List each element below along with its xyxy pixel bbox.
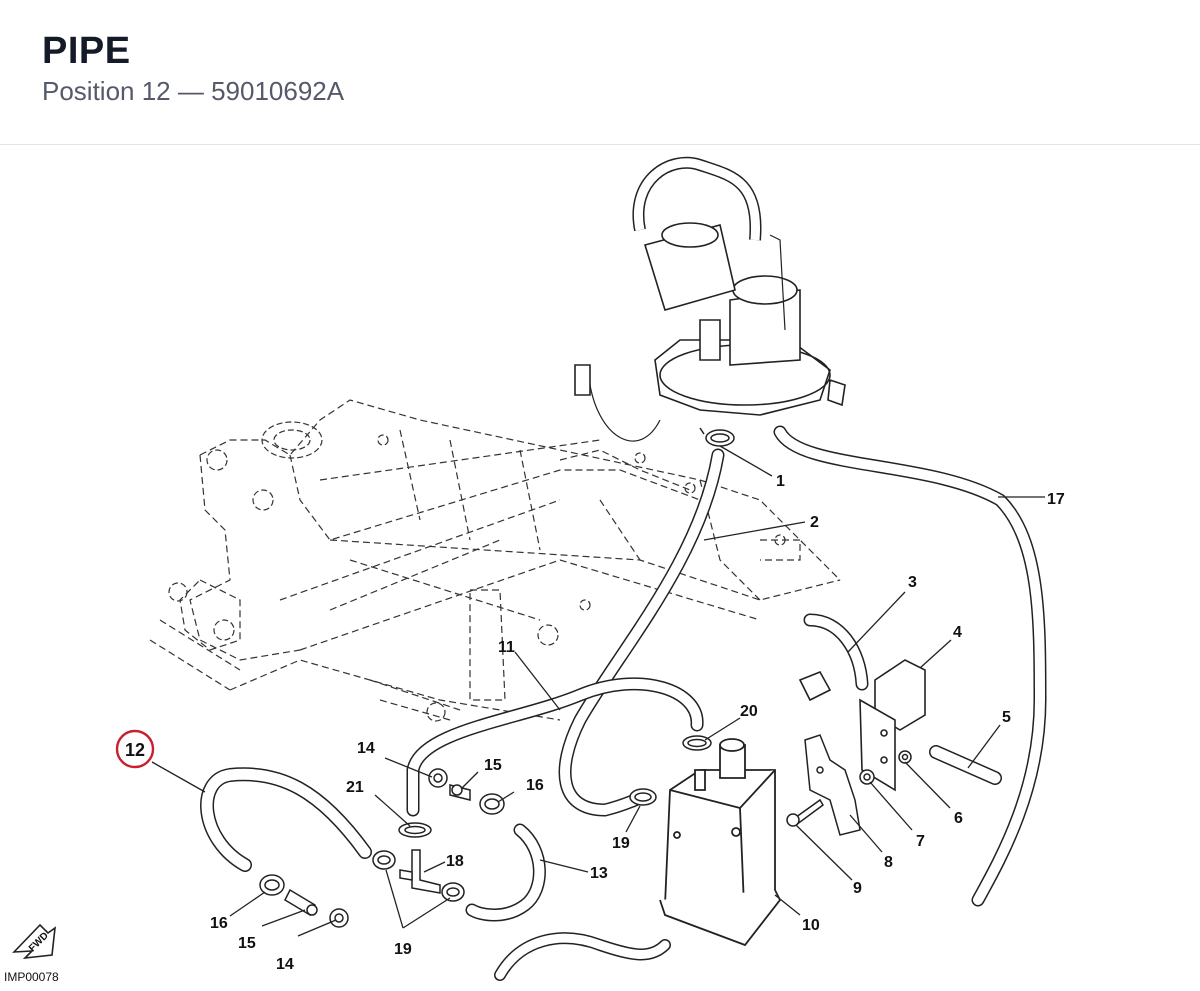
callout-14-lower: 14 <box>276 956 294 973</box>
hose-bottom-phantom <box>494 932 671 981</box>
callout-8: 8 <box>884 854 893 871</box>
page-title: PIPE <box>42 30 131 72</box>
callout-15-lower: 15 <box>238 935 256 952</box>
callout-18: 18 <box>446 853 464 870</box>
callout-15-upper: 15 <box>484 757 502 774</box>
callout-14-upper: 14 <box>357 740 375 757</box>
callout-11: 11 <box>498 639 515 656</box>
bracket-8 <box>804 734 861 836</box>
callout-labels: 1 2 3 4 5 6 7 8 9 10 11 13 14 14 15 15 1… <box>210 473 1065 973</box>
callout-6: 6 <box>954 810 963 827</box>
callout-10: 10 <box>802 917 820 934</box>
callout-2: 2 <box>810 514 819 531</box>
callout-3: 3 <box>908 574 917 591</box>
small-fittings <box>259 427 912 928</box>
callout-17: 17 <box>1047 491 1065 508</box>
fuel-pump-assembly <box>574 156 846 442</box>
highlight-ring <box>115 729 155 769</box>
hose-2-long-vertical <box>558 448 725 817</box>
callout-19-lower: 19 <box>394 941 412 958</box>
callout-7: 7 <box>916 833 925 850</box>
hose-13-curved <box>465 823 546 922</box>
callout-19-right: 19 <box>612 835 630 852</box>
bracket-4 <box>798 659 926 792</box>
callout-13: 13 <box>590 865 608 882</box>
callout-16-upper: 16 <box>526 777 544 794</box>
frame-bosses <box>168 421 786 722</box>
diagram-reference-code: IMP00078 <box>4 970 59 984</box>
leader-lines <box>151 445 1045 937</box>
hose-11-arch <box>406 677 704 817</box>
hose-3-short <box>803 613 869 691</box>
pipe-12-highlighted <box>200 767 372 872</box>
callout-12-highlight[interactable]: 12 <box>115 729 155 769</box>
callout-12: 12 <box>125 740 145 760</box>
exploded-parts-diagram: FWD 1 2 3 4 5 6 7 <box>0 145 1200 991</box>
callout-20: 20 <box>740 703 758 720</box>
callout-1: 1 <box>776 473 785 490</box>
callout-16-lower: 16 <box>210 915 228 932</box>
callout-4: 4 <box>953 624 962 641</box>
canister-10 <box>659 738 782 947</box>
hose-5-stub <box>929 745 1002 785</box>
page-subtitle: Position 12 — 59010692A <box>42 76 345 106</box>
callout-9: 9 <box>853 880 862 897</box>
callout-5: 5 <box>1002 709 1011 726</box>
page-header: PIPE Position 12 — 59010692A <box>0 0 1200 145</box>
callout-21: 21 <box>346 779 364 796</box>
fwd-arrow-icon: FWD <box>12 923 56 960</box>
hose-17-long-right <box>773 425 1047 907</box>
frame-outline <box>149 399 841 721</box>
